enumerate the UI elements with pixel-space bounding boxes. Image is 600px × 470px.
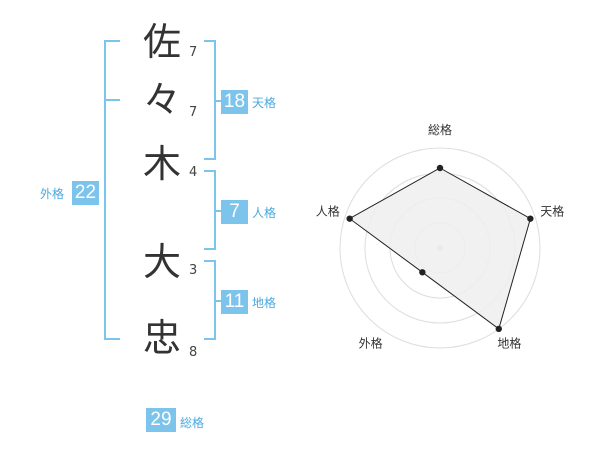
tenkaku-label: 天格 [252,96,277,110]
chikaku-bracket-connector [214,300,222,302]
gaikaku-bracket-vertical [104,40,106,340]
radar-axis-label: 総格 [428,122,452,137]
chikaku-score: 11 [221,290,248,314]
chikaku-label: 地格 [252,296,277,310]
radar-axis-label: 天格 [540,204,564,219]
soukaku-score: 29 [146,408,176,432]
jinkaku-bracket-bottom [204,248,216,250]
stroke-count-2: 7 [189,105,198,120]
radar-axis-label: 地格 [497,335,521,350]
radar-point [527,215,534,222]
gaikaku-score: 22 [72,181,99,205]
stroke-count-5: 8 [189,345,198,360]
name-char-2: 々 [142,78,181,122]
jinkaku-bracket-top [204,170,216,172]
radar-polygon [348,167,531,330]
name-char-1: 佐 [142,20,181,64]
radar-ring [339,147,541,349]
jinkaku-bracket-connector [214,210,222,212]
radar-point [419,269,426,276]
tenkaku-bracket-connector [214,100,222,102]
radar-point [436,164,444,172]
radar-point [495,325,502,333]
chikaku-bracket-top [204,260,216,262]
name-char-3: 木 [142,142,181,186]
tenkaku-bracket-bottom [204,158,216,160]
gaikaku-label: 外格 [40,187,65,201]
jinkaku-score: 7 [221,200,248,224]
stroke-count-1: 7 [189,45,198,60]
name-char-5: 忠 [142,316,181,360]
radar-point [346,215,353,222]
gaikaku-bracket-bottom [104,338,120,340]
radar-axis-label: 人格 [316,204,340,219]
stroke-count-4: 3 [189,263,198,278]
tenkaku-score: 18 [221,90,248,114]
jinkaku-label: 人格 [252,206,277,220]
gaikaku-bracket-mid [104,99,120,101]
radar-axis-label: 外格 [359,335,383,350]
tenkaku-bracket-top [204,40,216,42]
gaikaku-bracket-top [104,40,120,42]
soukaku-label: 総格 [180,416,205,430]
name-char-4: 大 [142,240,181,284]
chikaku-bracket-bottom [204,338,216,340]
stroke-count-3: 4 [189,165,198,180]
